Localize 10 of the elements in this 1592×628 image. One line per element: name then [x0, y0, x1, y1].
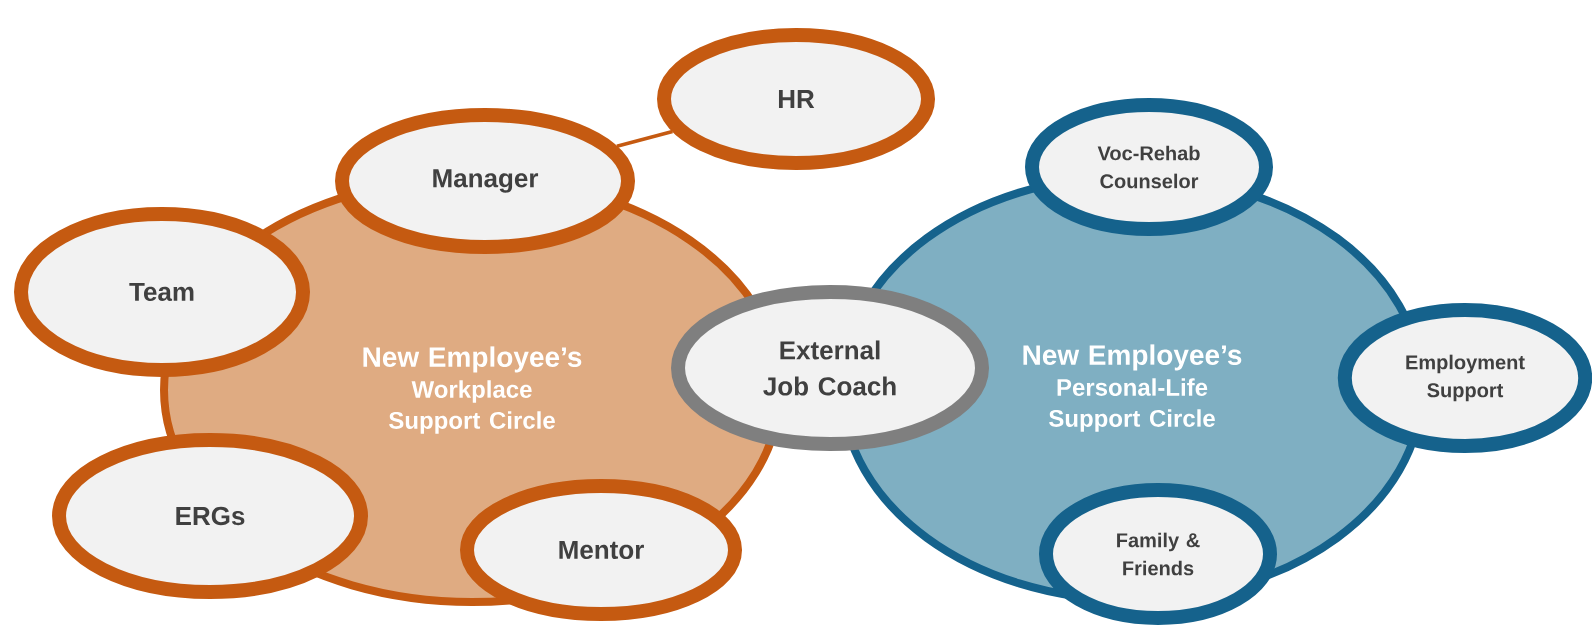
ellipse-node: Family & Friends: [1039, 483, 1277, 625]
ellipse-node: Voc-Rehab Counselor: [1025, 98, 1273, 236]
connector-line: [616, 129, 673, 148]
ellipse-node: External Job Coach: [671, 285, 989, 451]
ellipse-node: Team: [14, 207, 310, 377]
ellipse-node: ERGs: [52, 433, 368, 599]
ellipse-node: HR: [657, 28, 935, 170]
ellipse-node: Mentor: [460, 479, 742, 621]
ellipse-node: Employment Support: [1337, 303, 1592, 453]
ellipse-node: Manager: [335, 108, 635, 254]
